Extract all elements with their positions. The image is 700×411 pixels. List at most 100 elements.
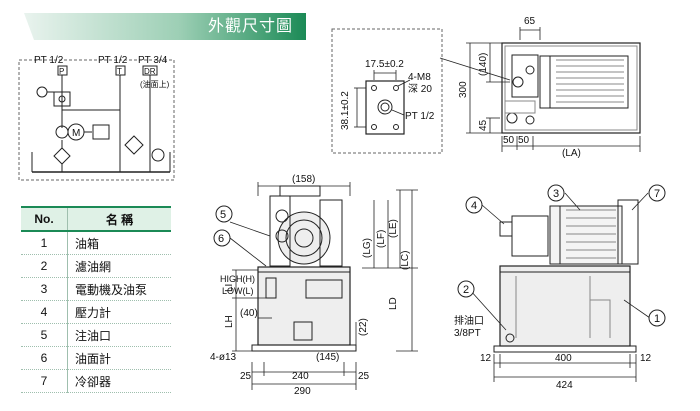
part-no: 3 [21, 277, 68, 301]
balloon-1-text: 1 [654, 313, 660, 325]
dim-22: (22) [358, 318, 369, 336]
detail-thread: 4-M8 [408, 72, 431, 83]
port-t-label: PT 1/2 [98, 55, 128, 66]
dim-lf: (LF) [376, 230, 387, 248]
tank-base-side [251, 344, 357, 352]
detail-height: 38.1±0.2 [340, 91, 351, 130]
part-name: 電動機及油泵 [67, 277, 171, 301]
port-hole [377, 99, 393, 115]
part-name: 壓力計 [67, 300, 171, 324]
balloon-1 [648, 309, 666, 327]
dim-25a: 25 [240, 371, 252, 382]
dim-158: (158) [292, 174, 315, 185]
pump-front [511, 215, 549, 257]
port-t-letter: T [117, 67, 122, 76]
hydraulic-schematic [18, 59, 175, 181]
balloon-5 [215, 205, 233, 223]
part-name: 冷卻器 [67, 369, 171, 393]
tank-side [257, 266, 351, 346]
dim-300: 300 [458, 81, 469, 98]
nameplate [305, 279, 343, 299]
level-low: LOW(L) [222, 286, 254, 296]
balloon-7 [648, 184, 666, 202]
port-dr-letter: DR [144, 67, 156, 76]
part-no: 1 [21, 231, 68, 255]
tank-top-outline [501, 42, 641, 134]
detail-port: PT 1/2 [405, 111, 435, 122]
dim-40: (40) [240, 308, 258, 319]
side-view [229, 182, 418, 390]
part-no: 4 [21, 300, 68, 324]
dim-12b: 12 [640, 353, 652, 364]
gauge-front [499, 221, 513, 237]
detail-width: 17.5±0.2 [365, 59, 404, 70]
drain-size: 3/8PT [454, 328, 481, 339]
part-name: 注油口 [67, 323, 171, 347]
level-high: HIGH(H) [220, 274, 255, 284]
holes-label: 4-ø13 [210, 352, 237, 363]
filler-top [506, 112, 518, 124]
motor-top-side [279, 185, 321, 197]
gauge-symbol [36, 86, 48, 98]
port-detail-view [331, 28, 443, 154]
dim-la: (LA) [562, 148, 581, 159]
header-banner: 外觀尺寸圖 [24, 13, 306, 40]
port-p-letter: P [59, 67, 64, 76]
port-p-label: PT 1/2 [34, 55, 64, 66]
balloon-2-text: 2 [463, 284, 469, 296]
banner-shape [24, 13, 306, 40]
dim-lg: (LG) [362, 238, 373, 258]
dim-25b: 25 [358, 371, 370, 382]
motor-front [549, 205, 623, 265]
schematic-frame [18, 59, 175, 181]
motor-letter: M [72, 128, 80, 139]
relief-valve [92, 124, 110, 140]
dim-50a: 50 [503, 135, 515, 146]
top-view [439, 27, 641, 152]
dim-le: (LE) [388, 219, 399, 238]
thermometer-symbol [151, 148, 165, 162]
filter-symbol [53, 147, 71, 165]
dim-12a: 12 [480, 353, 492, 364]
balloon-6 [213, 229, 231, 247]
dim-lh: LH [224, 315, 235, 328]
col-no-header: No. [21, 206, 68, 232]
detail-frame [331, 28, 443, 154]
cooler-side [319, 199, 343, 267]
balloon-3-text: 3 [553, 188, 559, 200]
page-title: 外觀尺寸圖 [208, 18, 294, 35]
dim-140: (140) [478, 53, 489, 76]
balloon-3 [547, 184, 565, 202]
drain-label: 排油口 [454, 314, 484, 327]
balloon-4-text: 4 [471, 200, 477, 212]
tank-base-front [493, 345, 637, 353]
port-dr-label: PT 3/4 [138, 55, 168, 66]
tank-front [499, 265, 631, 347]
drain-front [505, 333, 515, 343]
dim-50b: 50 [518, 135, 530, 146]
balloon-4 [465, 196, 483, 214]
mounting-pad [365, 80, 405, 135]
part-no: 2 [21, 254, 68, 278]
dim-424: 424 [556, 380, 573, 391]
balloon-2 [457, 280, 475, 298]
col-name-header: 名 稱 [67, 206, 171, 232]
front-view [469, 192, 651, 382]
dim-400: 400 [555, 353, 572, 364]
balloon-5-text: 5 [220, 209, 226, 221]
dim-45: 45 [478, 119, 489, 131]
part-no: 5 [21, 323, 68, 347]
pump-top [511, 54, 539, 98]
balloon-6-text: 6 [218, 233, 224, 245]
dim-290: 290 [294, 386, 311, 397]
cooler-symbol [124, 135, 144, 155]
detail-depth: 深 20 [408, 83, 432, 95]
part-name: 濾油網 [67, 254, 171, 278]
